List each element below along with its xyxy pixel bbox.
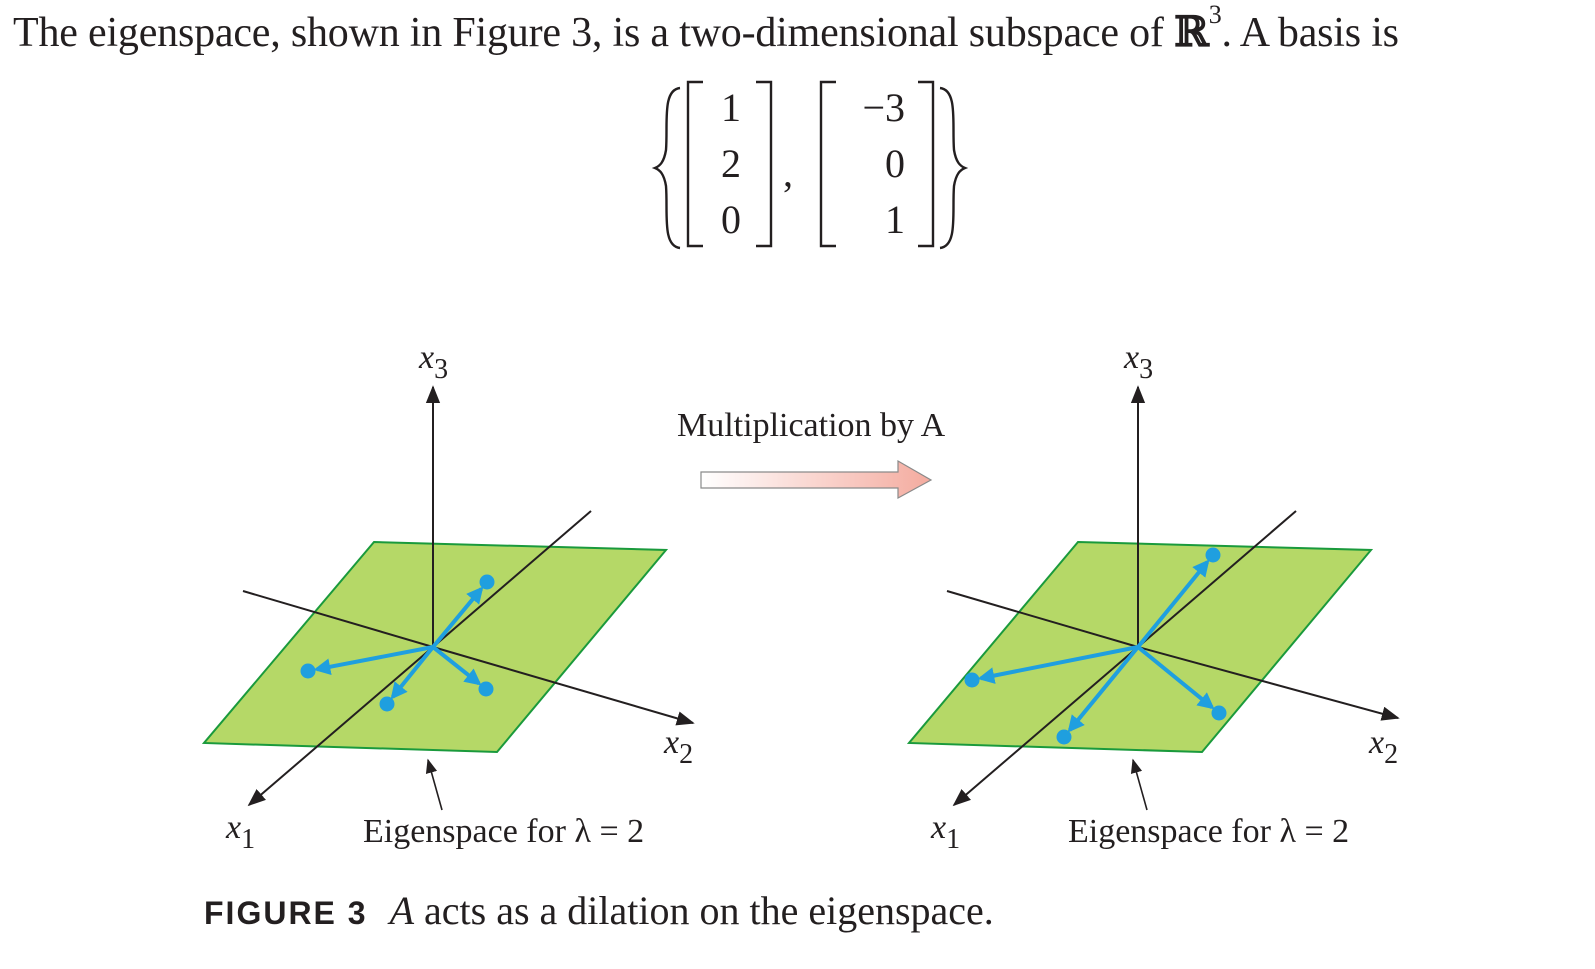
x1-axis	[247, 646, 434, 807]
vector2-left-bracket	[819, 80, 836, 248]
eigenspace-pointer	[425, 758, 443, 811]
eigenspace-label: Eigenspace for λ = 2	[1068, 813, 1349, 850]
basis-vector-1-entry: 1	[721, 85, 741, 130]
intro-text-before: The eigenspace, shown in Figure 3, is a …	[13, 10, 1174, 56]
figure-caption: FIGURE 3 A acts as a dilation on the eige…	[204, 887, 994, 934]
diagram-before: x3 x2 x1 Eigenspace for λ = 2	[201, 339, 695, 855]
x2-axis-back	[432, 510, 592, 648]
diagram-after: x3 x2 x1 Eigenspace for λ = 2	[906, 339, 1400, 855]
right-brace	[939, 86, 969, 250]
eigenvector	[1136, 547, 1221, 649]
basis-vector-1-entry: 0	[721, 197, 741, 242]
intro-text-after: . A basis is	[1221, 10, 1400, 56]
basis-vector-1: 1 2 0	[721, 85, 741, 242]
basis-set	[651, 80, 969, 250]
eigenvector	[300, 645, 434, 679]
x2-label: x2	[1368, 724, 1398, 770]
basis-vector-2-entry: 0	[885, 141, 905, 186]
intro-sentence: The eigenspace, shown in Figure 3, is a …	[13, 2, 1593, 59]
caption-matrix-symbol: A	[389, 888, 415, 933]
basis-vector-2-entry: 1	[885, 197, 905, 242]
real-space-symbol: ℝ	[1173, 7, 1209, 56]
vector2-right-bracket	[918, 80, 935, 248]
left-brace	[651, 86, 681, 250]
x1-label: x1	[930, 809, 960, 855]
transform-arrow	[700, 459, 933, 500]
caption-text: acts as a dilation on the eigenspace.	[414, 888, 994, 933]
transform-label: Multiplication by A	[677, 407, 946, 444]
x1-label: x1	[225, 809, 255, 855]
x2-axis	[1137, 646, 1400, 721]
eigenvector	[1056, 645, 1140, 745]
x2-axis	[432, 646, 695, 726]
vector1-left-bracket	[686, 80, 703, 248]
figure-label: FIGURE 3	[204, 895, 368, 931]
basis-separator: ,	[783, 150, 793, 195]
eigenvector	[1136, 645, 1227, 721]
x1-axis-back	[946, 590, 1139, 648]
x1-axis-back	[242, 590, 434, 648]
basis-vector-2-entry: −3	[862, 85, 905, 130]
real-space-exponent: 3	[1208, 0, 1222, 29]
x2-axis-back	[1137, 510, 1297, 648]
basis-vector-2: −3 0 1	[862, 85, 905, 242]
x3-label: x3	[418, 339, 448, 385]
vector1-right-bracket	[756, 80, 773, 248]
eigenvector	[379, 645, 435, 712]
eigenspace-label: Eigenspace for λ = 2	[363, 813, 644, 850]
eigenvector	[964, 645, 1139, 688]
x1-axis	[952, 646, 1139, 807]
eigenvector	[431, 645, 494, 697]
basis-vector-1-entry: 2	[721, 141, 741, 186]
eigenvector	[431, 574, 495, 649]
x2-label: x2	[663, 724, 693, 770]
x3-label: x3	[1123, 339, 1153, 385]
eigenspace-pointer	[1130, 758, 1148, 811]
